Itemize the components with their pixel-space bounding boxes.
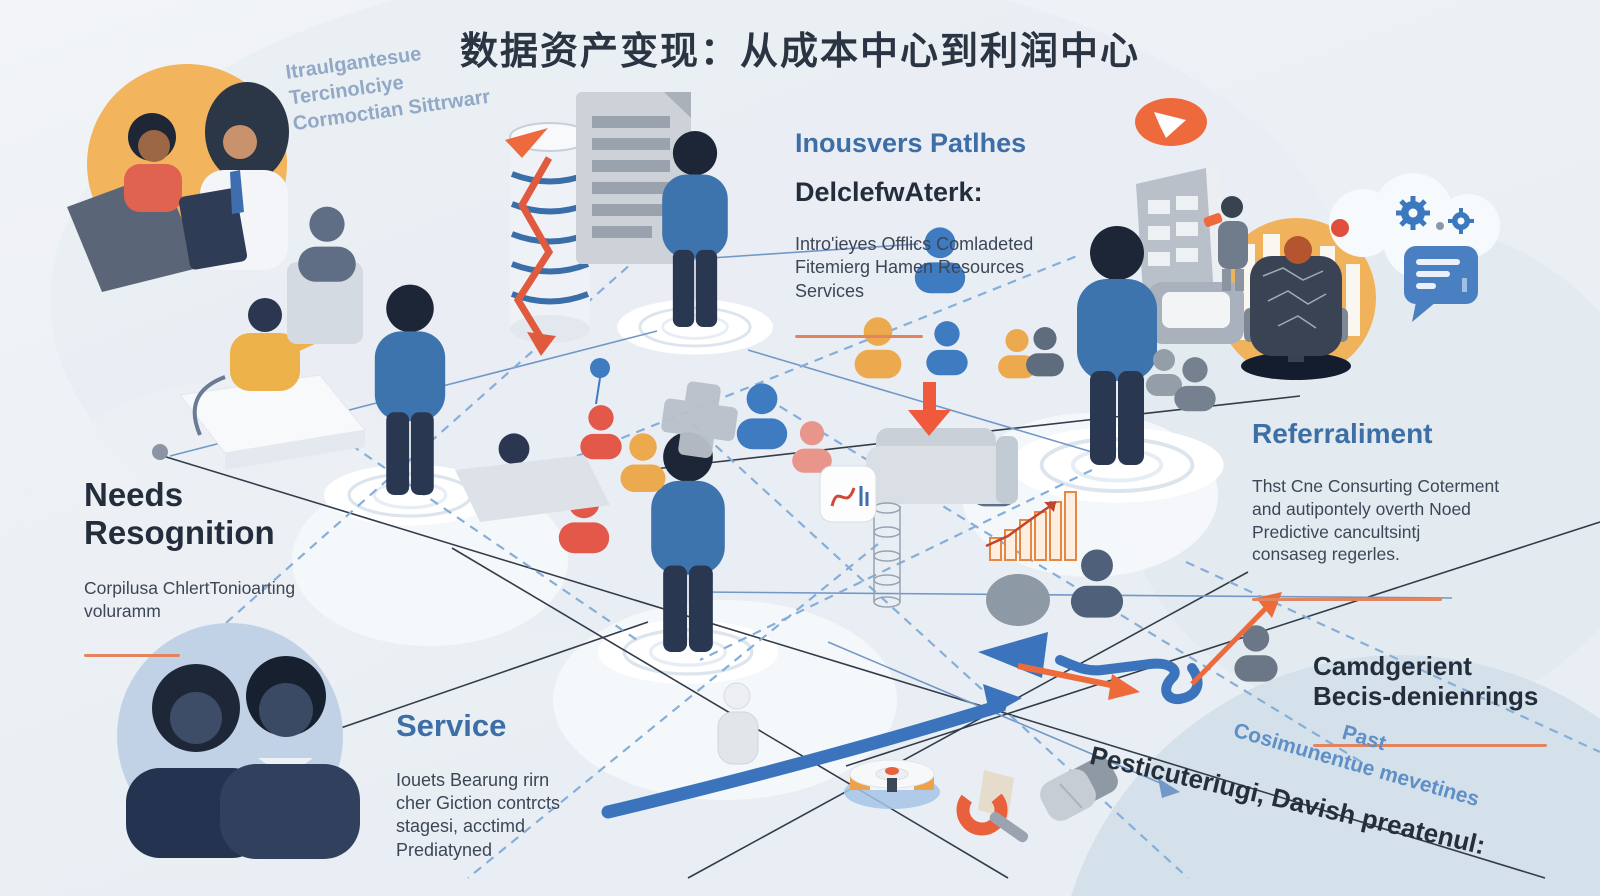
management-decisions-section: Camdgerient Becis-denienrings <box>1313 634 1593 765</box>
donut-disc-icon <box>844 759 940 809</box>
swoosh-arrow-icon <box>601 684 1022 819</box>
needs-recognition-heading: Needs Resognition <box>84 476 275 551</box>
thought-cloud-icon <box>1329 173 1500 280</box>
management-decisions-heading: Camdgerient Becis-denienrings <box>1313 651 1539 711</box>
platform-disc <box>615 298 775 356</box>
accent-underline <box>795 335 923 339</box>
silhouette-circle-illustration <box>117 623 360 859</box>
connector-dot <box>152 444 168 460</box>
small-light-figure <box>717 682 759 765</box>
industry-paths-heading: Inousvers Patlhes <box>795 128 1027 158</box>
page-title: 数据资产变现：从成本中心到利润中心 <box>459 29 1140 73</box>
consultation-circle-illustration <box>67 64 289 292</box>
analyst-chair-circle-illustration <box>1216 218 1376 380</box>
service-body: Iouets Bearung rirn cher Giction contrct… <box>396 769 561 860</box>
red-dot-icon <box>1331 219 1349 237</box>
gear-icon <box>1448 208 1474 234</box>
sofa-icon <box>866 428 1018 504</box>
service-heading: Service <box>396 708 507 743</box>
platform-discs <box>292 298 1226 800</box>
needs-recognition-body: Corpilusa ChlertTonioarting voluramm <box>84 577 296 621</box>
wireframe-tower-icon <box>873 502 901 608</box>
red-zigzag-arrow-icon <box>505 128 556 356</box>
red-down-arrow-icon <box>908 382 951 436</box>
puzzle-piece-icon <box>661 381 738 459</box>
tablet-icon <box>178 188 248 270</box>
bar-chart-icon <box>985 491 1077 561</box>
industry-paths-section: Inousvers Patlhes DelclefwAterk: Intro'i… <box>795 110 1125 356</box>
referraliment-heading: Referraliment <box>1252 418 1433 449</box>
needs-recognition-section: Needs Resognition Corpilusa ChlertTonioa… <box>84 458 404 675</box>
worker-figure <box>1203 196 1248 291</box>
industry-paths-body: Intro'ieyes Offlics Comladeted Fitemierg… <box>795 234 1034 301</box>
tool-hook-icon <box>956 770 1029 843</box>
desk-slab <box>455 455 610 522</box>
accent-underline <box>84 654 180 658</box>
gray-blob <box>986 574 1050 626</box>
accent-underline <box>1313 743 1547 747</box>
industry-paths-subheading: DelclefwAterk: <box>795 177 983 208</box>
gear-icon <box>1396 196 1430 230</box>
seated-figure <box>287 206 363 344</box>
speech-bubble-icon <box>1404 246 1478 322</box>
chart-card-icon <box>819 465 877 523</box>
platform-disc <box>1008 425 1226 505</box>
referraliment-section: Referraliment Thst Cne Consurting Coterm… <box>1252 400 1572 619</box>
accent-underline <box>1252 598 1442 602</box>
orange-arrow-icon <box>1017 663 1140 700</box>
people-network <box>455 227 1278 765</box>
referraliment-body: Thst Cne Consurting Coterment and autipo… <box>1252 476 1500 565</box>
computer-mouse-icon <box>1040 757 1118 821</box>
building-icon <box>1135 98 1248 344</box>
service-section: Service Iouets Bearung rirn cher Giction… <box>396 690 656 880</box>
balloon-icon <box>590 358 610 378</box>
